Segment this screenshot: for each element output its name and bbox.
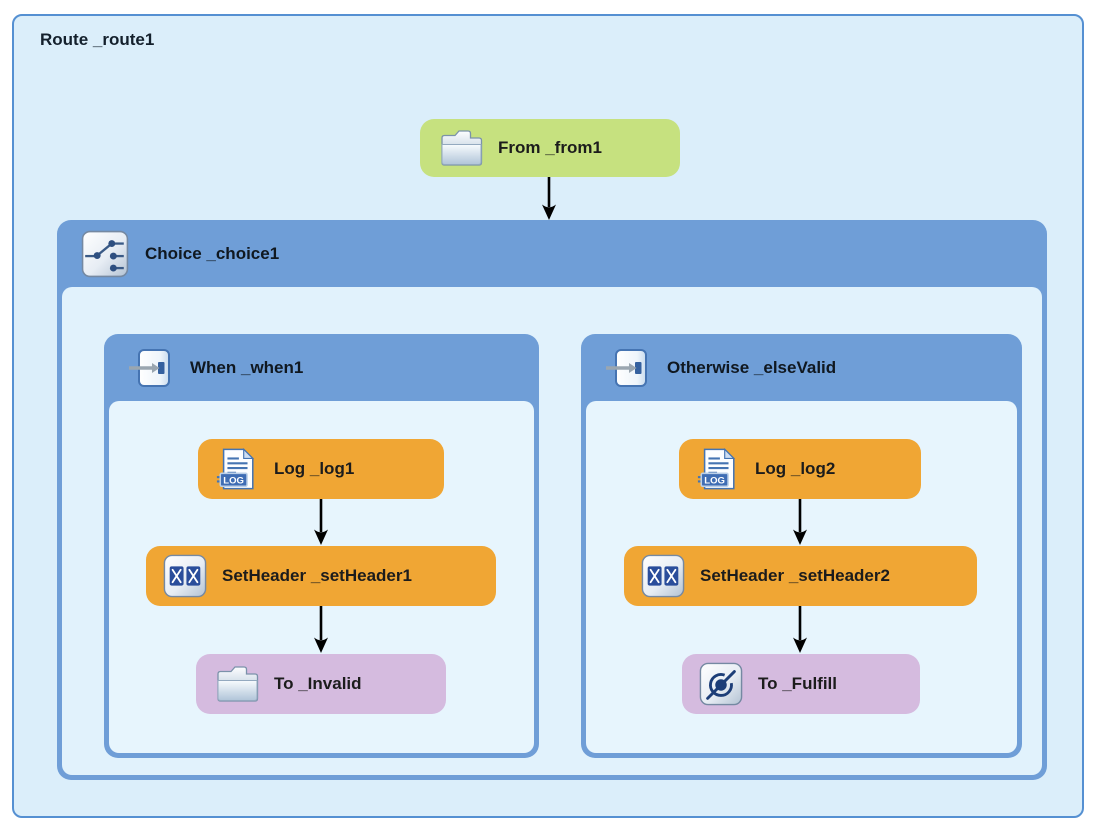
connector-log1-setheader1[interactable] (312, 499, 330, 546)
choice-label: Choice _choice1 (145, 243, 280, 263)
connector-setheader2-tofulfill[interactable] (791, 606, 809, 654)
node-to-fulfill-label: To _Fulfill (758, 674, 838, 693)
log-badge-text: LOG (223, 475, 244, 486)
node-from[interactable]: From _from1 (420, 119, 680, 177)
choice-switch-icon (81, 230, 129, 277)
node-setheader2-label: SetHeader _setHeader2 (700, 566, 890, 585)
choice-header: Choice _choice1 (57, 220, 1047, 287)
log-document-icon: LOG (697, 448, 736, 490)
otherwise-header: Otherwise _elseValid (581, 334, 1022, 401)
log-document-icon: LOG (216, 448, 255, 490)
container-choice[interactable]: Choice _choice1 When _when1 (57, 220, 1047, 780)
log-badge-text: LOG (704, 475, 725, 486)
transform-icon (163, 554, 207, 598)
container-otherwise[interactable]: Otherwise _elseValid (581, 334, 1022, 758)
node-setheader1-label: SetHeader _setHeader1 (222, 566, 412, 585)
node-setheader2[interactable]: SetHeader _setHeader2 (624, 546, 977, 606)
endpoint-icon (699, 662, 743, 706)
node-to-invalid[interactable]: To _Invalid (196, 654, 446, 714)
message-filter-icon (129, 348, 170, 387)
node-log2[interactable]: LOG Log _log2 (679, 439, 921, 499)
node-from-label: From _from1 (498, 138, 602, 157)
message-filter-icon (606, 348, 647, 387)
folder-icon (441, 130, 483, 166)
container-when[interactable]: When _when1 (104, 334, 539, 758)
node-log1[interactable]: LOG Log _log1 (198, 439, 444, 499)
node-to-fulfill[interactable]: To _Fulfill (682, 654, 920, 714)
connector-setheader1-toinvalid[interactable] (312, 606, 330, 654)
connector-log2-setheader2[interactable] (791, 499, 809, 546)
node-log1-label: Log _log1 (274, 459, 355, 478)
node-to-invalid-label: To _Invalid (274, 674, 362, 693)
node-setheader1[interactable]: SetHeader _setHeader1 (146, 546, 496, 606)
connector-from-to-choice[interactable] (540, 177, 558, 221)
when-header: When _when1 (104, 334, 539, 401)
node-log2-label: Log _log2 (755, 459, 836, 478)
folder-icon (217, 666, 259, 702)
when-label: When _when1 (190, 357, 304, 377)
transform-icon (641, 554, 685, 598)
otherwise-label: Otherwise _elseValid (667, 357, 837, 377)
route-label: Route _route1 (40, 30, 155, 49)
container-route[interactable]: Route _route1 From _from1 (12, 14, 1084, 818)
